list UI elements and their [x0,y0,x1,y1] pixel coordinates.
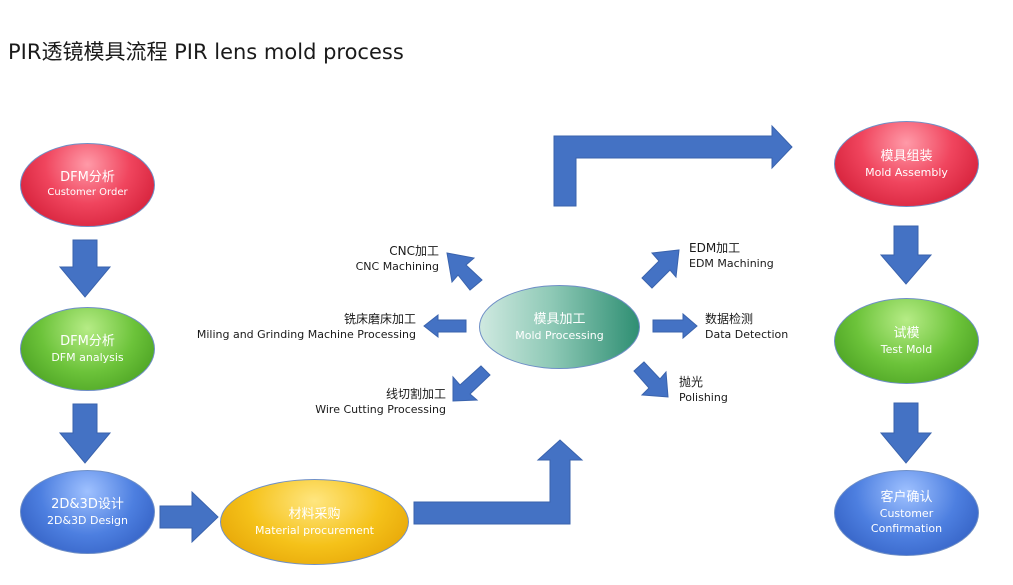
node-material-procurement: 材料采购 Material procurement [220,479,409,565]
node-en-label: Customer Order [47,187,128,198]
node-mold-assembly: 模具组装 Mold Assembly [834,121,979,207]
node-zh-label: 模具组装 [880,148,933,164]
label-en: Miling and Grinding Machine Processing [196,328,416,341]
node-zh-label: 模具加工 [533,311,586,327]
node-en-label: Material procurement [254,523,374,537]
label-en: Data Detection [705,328,789,341]
label-polishing: 抛光 Polishing [679,374,728,406]
node-en-label: Mold Processing [515,328,604,342]
node-zh-label: 客户确认 [880,490,933,505]
node-mold-processing: 模具加工 Mold Processing [479,285,640,369]
label-data-detection: 数据检测 Data Detection [705,311,788,343]
label-zh: 抛光 [679,375,704,389]
node-zh-label: DFM分析 [60,333,115,349]
arrow-to-cnc [446,252,483,291]
arrow-down-2 [58,403,112,464]
label-edm-machining: EDM加工 EDM Machining [689,240,774,272]
label-en: Polishing [679,391,728,404]
node-en-label: Mold Assembly [865,165,948,179]
page-title: PIR透镜模具流程 PIR lens mold process [8,40,404,64]
label-zh: CNC加工 [389,244,439,258]
node-zh-label: 2D&3D设计 [51,496,124,512]
node-test-mold: 试模 Test Mold [834,298,979,384]
node-2d3d-design: 2D&3D设计 2D&3D Design [20,470,155,554]
node-zh-label: DFM分析 [60,170,115,185]
arrow-right-design-material [159,490,219,544]
node-en-label: DFM analysis [51,350,124,364]
arrow-mold-to-assembly [553,124,793,207]
node-en-label-line1: Customer [879,507,934,520]
arrow-down-3 [879,225,933,285]
label-zh: 数据检测 [705,312,754,326]
arrow-down-1 [58,239,112,298]
arrow-material-to-mold [413,439,584,525]
label-en: CNC Machining [355,260,439,273]
arrow-down-4 [879,402,933,464]
arrow-to-wire [452,365,491,402]
node-en-label: Test Mold [880,342,933,356]
label-en: EDM Machining [689,257,774,270]
node-customer-confirmation: 客户确认 Customer Confirmation [834,470,979,556]
label-zh: EDM加工 [689,241,741,255]
label-zh: 铣床磨床加工 [343,312,416,326]
node-dfm-customer-order: DFM分析 Customer Order [20,143,155,227]
label-en: Wire Cutting Processing [315,403,446,416]
node-dfm-analysis: DFM分析 DFM analysis [20,307,155,391]
arrow-to-data [652,312,698,340]
arrow-to-edm [641,249,680,289]
node-en-label: 2D&3D Design [47,513,128,527]
node-en-label-line2: Confirmation [870,522,943,535]
node-zh-label: 材料采购 [288,506,341,522]
label-zh: 线切割加工 [385,387,446,401]
arrow-to-polish [633,361,669,398]
arrow-to-milling [423,313,467,339]
label-milling-grinding: 铣床磨床加工 Miling and Grinding Machine Proce… [197,311,416,343]
node-zh-label: 试模 [893,325,920,341]
label-cnc-machining: CNC加工 CNC Machining [356,243,439,275]
label-wire-cutting: 线切割加工 Wire Cutting Processing [315,386,446,418]
